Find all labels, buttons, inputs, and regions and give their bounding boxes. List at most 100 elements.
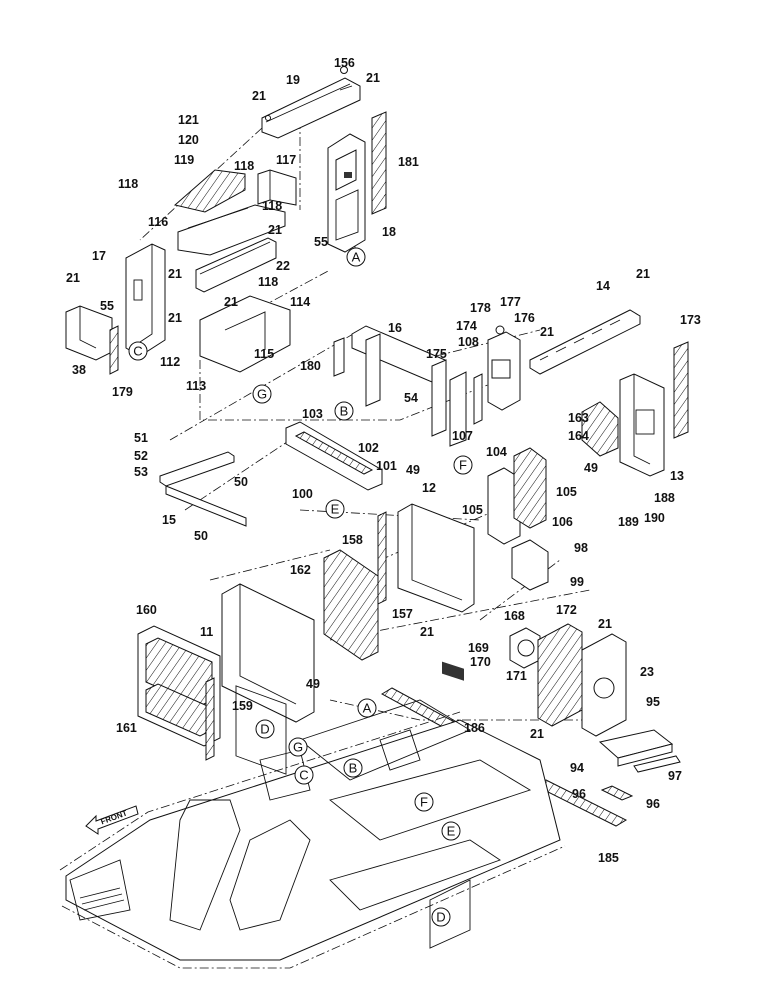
part-callout: 168 xyxy=(504,609,525,623)
part-callout: 156 xyxy=(334,56,355,70)
bracket-117 xyxy=(257,169,297,206)
part-callout: 105 xyxy=(462,503,483,517)
part-callout: 21 xyxy=(366,71,380,85)
cover-114 xyxy=(199,295,291,373)
reference-letter: G xyxy=(293,740,303,755)
part-callout: 55 xyxy=(100,299,114,313)
reference-circle: B xyxy=(334,401,354,421)
part-callout: 160 xyxy=(136,603,157,617)
part-callout: 159 xyxy=(232,699,253,713)
reference-circle: D xyxy=(431,907,451,927)
part-callout: 169 xyxy=(468,641,489,655)
part-callout: 181 xyxy=(398,155,419,169)
seal-162 xyxy=(323,549,379,661)
strip-158 xyxy=(377,511,387,605)
part-callout: 49 xyxy=(306,677,320,691)
part-callout: 118 xyxy=(258,275,278,289)
reference-letter: A xyxy=(352,250,361,265)
part-callout: 38 xyxy=(72,363,86,377)
part-callout: 16 xyxy=(388,321,402,335)
tray-94 xyxy=(598,729,681,773)
part-callout: 18 xyxy=(382,225,396,239)
part-callout: 21 xyxy=(66,271,80,285)
part-callout: 21 xyxy=(540,325,554,339)
part-callout: 114 xyxy=(290,295,310,309)
part-callout: 163 xyxy=(568,411,589,425)
part-callout: 113 xyxy=(186,379,206,393)
reference-circle: A xyxy=(357,698,377,718)
part-callout: 108 xyxy=(458,335,479,349)
part-callout: 179 xyxy=(112,385,133,399)
part-callout: 21 xyxy=(168,267,182,281)
part-callout: 104 xyxy=(486,445,507,459)
part-callout: 49 xyxy=(584,461,598,475)
part-callout: 51 xyxy=(134,431,148,445)
part-callout: 13 xyxy=(670,469,684,483)
part-callout: 172 xyxy=(556,603,577,617)
part-callout: 164 xyxy=(568,429,589,443)
part-callout: 94 xyxy=(570,761,584,775)
part-callout: 17 xyxy=(92,249,106,263)
side-panel-17 xyxy=(125,243,166,357)
reference-circle: C xyxy=(128,341,148,361)
part-callout: 175 xyxy=(426,347,447,361)
strip-180 xyxy=(333,337,345,377)
part-callout: 21 xyxy=(224,295,238,309)
strips-96 xyxy=(600,785,634,801)
part-callout: 171 xyxy=(506,669,527,683)
beam-16 xyxy=(351,325,447,437)
top-plate-19 xyxy=(261,66,361,139)
part-callout: 174 xyxy=(456,319,477,333)
strip-179 xyxy=(109,325,119,375)
part-callout: 103 xyxy=(302,407,323,421)
part-callout: 96 xyxy=(646,797,660,811)
part-callout: 116 xyxy=(148,215,168,229)
panel-116 xyxy=(177,204,286,256)
reference-letter: F xyxy=(459,458,467,473)
part-callout: 11 xyxy=(200,625,213,639)
part-callout: 97 xyxy=(668,769,682,783)
reference-letter: B xyxy=(349,761,358,776)
reference-letter: C xyxy=(299,768,308,783)
part-callout: 21 xyxy=(598,617,612,631)
reference-letter: E xyxy=(447,824,456,839)
bar-15 xyxy=(159,451,247,527)
part-callout: 107 xyxy=(452,429,473,443)
part-callout: 50 xyxy=(234,475,248,489)
reference-circle: D xyxy=(255,719,275,739)
part-callout: 158 xyxy=(342,533,363,547)
reference-circle: G xyxy=(288,737,308,757)
part-callout: 55 xyxy=(314,235,328,249)
part-callout: 189 xyxy=(618,515,639,529)
part-callout: 105 xyxy=(556,485,577,499)
part-callout: 52 xyxy=(134,449,148,463)
part-callout: 101 xyxy=(376,459,397,473)
part-callout: 157 xyxy=(392,607,413,621)
front-label: FRONT xyxy=(99,808,128,826)
part-callout: 188 xyxy=(654,491,675,505)
reference-letter: G xyxy=(257,387,267,402)
part-callout: 95 xyxy=(646,695,660,709)
seal-163-164 xyxy=(581,401,619,457)
part-callout: 161 xyxy=(116,721,137,735)
plate-38 xyxy=(65,305,113,361)
part-callout: 96 xyxy=(572,787,586,801)
part-callout: 21 xyxy=(252,89,266,103)
reference-circle: B xyxy=(343,758,363,778)
part-callout: 115 xyxy=(254,347,274,361)
frame-100 xyxy=(285,421,383,491)
part-callout: 121 xyxy=(178,113,199,127)
brackets-175-107 xyxy=(449,371,483,447)
reference-letter: D xyxy=(436,910,445,925)
bracket-22 xyxy=(195,237,277,293)
main-frame xyxy=(59,699,566,969)
reference-circle: F xyxy=(453,455,473,475)
reference-circle: A xyxy=(346,247,366,267)
part-callout: 118 xyxy=(234,159,254,173)
part-callout: 176 xyxy=(514,311,535,325)
duct-98 xyxy=(511,539,549,591)
